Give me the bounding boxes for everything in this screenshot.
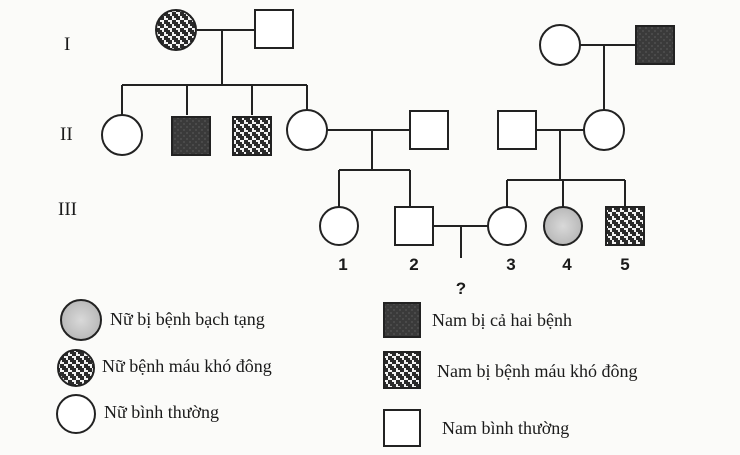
i-female-hemophilia xyxy=(155,9,197,51)
generation-label-iii: III xyxy=(58,199,77,220)
iii-4-female-albino xyxy=(543,206,583,246)
legend-hemophilia-male-symbol xyxy=(383,351,421,389)
individual-number-3: 3 xyxy=(506,255,516,274)
generation-label-ii: II xyxy=(60,124,73,145)
ii-male-hemophilia xyxy=(232,116,272,156)
iii-2-male-normal xyxy=(394,206,434,246)
ii-male-both-disease xyxy=(171,116,211,156)
ii-female-normal-4 xyxy=(286,109,328,151)
legend-normal-male-symbol xyxy=(383,409,421,447)
legend-albino-female-label: Nữ bị bệnh bạch tạng xyxy=(110,309,265,329)
iii-5-male-hemophilia xyxy=(605,206,645,246)
legend-hemophilia-male-label: Nam bị bệnh máu khó đông xyxy=(437,361,638,381)
legend-hemophilia-female-symbol xyxy=(57,349,95,387)
i-male-both-disease xyxy=(635,25,675,65)
legend-normal-female-symbol xyxy=(56,394,96,434)
individual-number-2: 2 xyxy=(409,255,419,274)
legend-both-male-label: Nam bị cả hai bệnh xyxy=(432,310,572,330)
legend-normal-female-label: Nữ bình thường xyxy=(104,402,220,422)
ii-female-normal-7 xyxy=(583,109,625,151)
legend-normal-male-label: Nam bình thường xyxy=(442,418,570,438)
unknown-child-mark: ? xyxy=(455,279,467,298)
generation-label-i: I xyxy=(64,34,71,55)
ii-male-normal-5 xyxy=(409,110,449,150)
legend-hemophilia-female-label: Nữ bệnh máu khó đông xyxy=(102,356,272,376)
iii-1-female-normal xyxy=(319,206,359,246)
ii-male-normal-6 xyxy=(497,110,537,150)
i-female-normal-right xyxy=(539,24,581,66)
individual-number-1: 1 xyxy=(338,255,348,274)
legend-both-male-symbol xyxy=(383,302,421,338)
iii-3-female-normal xyxy=(487,206,527,246)
i-male-normal-left xyxy=(254,9,294,49)
individual-number-4: 4 xyxy=(562,255,572,274)
individual-number-5: 5 xyxy=(620,255,630,274)
legend-albino-female-symbol xyxy=(60,299,102,341)
ii-female-normal-1 xyxy=(101,114,143,156)
